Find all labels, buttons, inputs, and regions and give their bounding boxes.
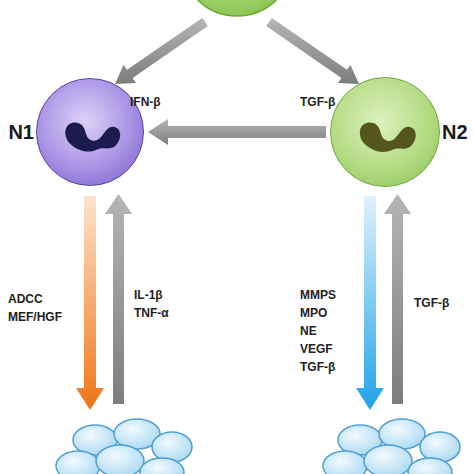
nucleus [331, 78, 439, 186]
cell-label: N2 [442, 121, 468, 144]
factor-label: MPO [300, 306, 327, 320]
factor-label: VEGF [300, 342, 333, 356]
factor-label: ADCC [8, 292, 43, 306]
nucleus-shape [65, 123, 120, 152]
n1-up-arrow [105, 194, 132, 404]
n2-down-arrow [356, 196, 384, 410]
cell-label: N1 [8, 121, 34, 144]
neutrophil-circle: N2 [330, 77, 440, 187]
neutrophil-circle: N1 [36, 78, 144, 186]
nucleus [37, 79, 143, 185]
factor-label: TGF-β [414, 296, 449, 310]
tumor-cells-left [56, 419, 192, 474]
factor-label: MEF/HGF [8, 310, 62, 324]
factor-label: TNF-α [134, 306, 169, 320]
arrow-to-n2 [266, 18, 359, 84]
tumor-cells-right [323, 419, 460, 474]
factor-label: MMPS [300, 288, 336, 302]
factor-label: TGF-β [300, 360, 335, 374]
top-cell [181, 0, 293, 16]
n1-down-arrow [76, 196, 104, 410]
factor-label: IL-1β [134, 288, 163, 302]
nucleus-shape [360, 122, 416, 152]
factor-label: IFN-β [130, 95, 161, 109]
factor-label: NE [300, 324, 317, 338]
n2-up-arrow [384, 194, 411, 404]
arrow-to-n1 [115, 18, 208, 84]
conversion-arrow [148, 119, 326, 145]
factor-label: TGF-β [300, 95, 335, 109]
